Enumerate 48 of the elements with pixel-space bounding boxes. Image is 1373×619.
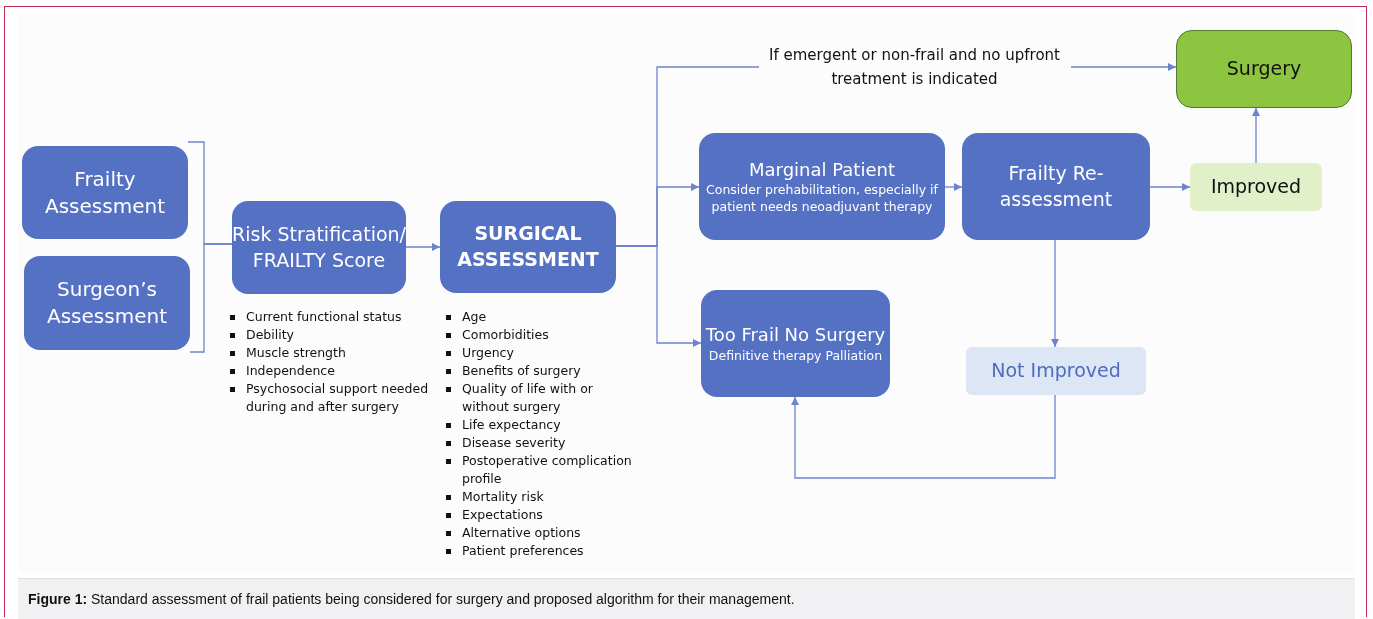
bullet-item: Quality of life with or without surgery	[444, 380, 634, 416]
node-title: Marginal Patient	[749, 158, 895, 183]
figure-caption: Figure 1: Standard assessment of frail patients being considered for surgery and proposed algorithm for their management.	[28, 591, 795, 607]
node-title: SURGICAL ASSESSMENT	[456, 221, 600, 272]
bullet-item: Independence	[228, 362, 438, 380]
node-title: Frailty Assessment	[44, 165, 166, 220]
process-box	[24, 256, 190, 350]
bullet-item: Patient preferences	[444, 542, 634, 560]
bullet-item: Comorbidities	[444, 326, 634, 344]
node-title: Surgeon’s Assessment	[46, 276, 168, 330]
process-box	[232, 201, 406, 294]
process-box	[962, 133, 1150, 240]
bullet-item: Urgency	[444, 344, 634, 362]
node-title: Too Frail No Surgery	[705, 323, 886, 348]
process-box	[701, 290, 890, 397]
status-box	[966, 347, 1146, 395]
arrow	[615, 245, 702, 347]
node-title: Not Improved	[991, 358, 1121, 384]
bullet-item: Muscle strength	[228, 344, 438, 362]
arrow	[791, 394, 1056, 479]
bullet-item: Postoperative complication profile	[444, 452, 634, 488]
description-text: Definitive therapy Palliation	[707, 347, 884, 364]
arrow	[1051, 239, 1059, 348]
node-title: Surgery	[1226, 56, 1302, 82]
arrow	[405, 243, 441, 251]
process-box	[699, 133, 945, 240]
node-title: Risk Stratification/ FRAILTY Score	[232, 221, 406, 273]
bullet-item: Debility	[228, 326, 438, 344]
bullet-item: Age	[444, 308, 634, 326]
bullet-item: Alternative options	[444, 524, 634, 542]
status-box	[1190, 163, 1322, 211]
bracket-connector	[189, 243, 233, 353]
description-text: Consider prehabilitation, especially if patient needs neoadjuvant therapy	[705, 182, 939, 215]
arrow	[1252, 107, 1260, 164]
node-title: Frailty Re-assessment	[998, 160, 1114, 212]
arrow	[1149, 183, 1191, 191]
arrow	[944, 183, 963, 191]
bullet-item: Current functional status	[228, 308, 438, 326]
node-title: Improved	[1210, 174, 1302, 200]
process-box	[440, 201, 616, 293]
bullet-item: Life expectancy	[444, 416, 634, 434]
bullet-item: Mortality risk	[444, 488, 634, 506]
bullet-item: Psychosocial support needed during and after surgery	[228, 380, 438, 416]
bullet-item: Expectations	[444, 506, 634, 524]
outcome-box	[1176, 30, 1352, 108]
bullet-item: Benefits of surgery	[444, 362, 634, 380]
process-box	[22, 146, 188, 239]
bullet-item: Disease severity	[444, 434, 634, 452]
